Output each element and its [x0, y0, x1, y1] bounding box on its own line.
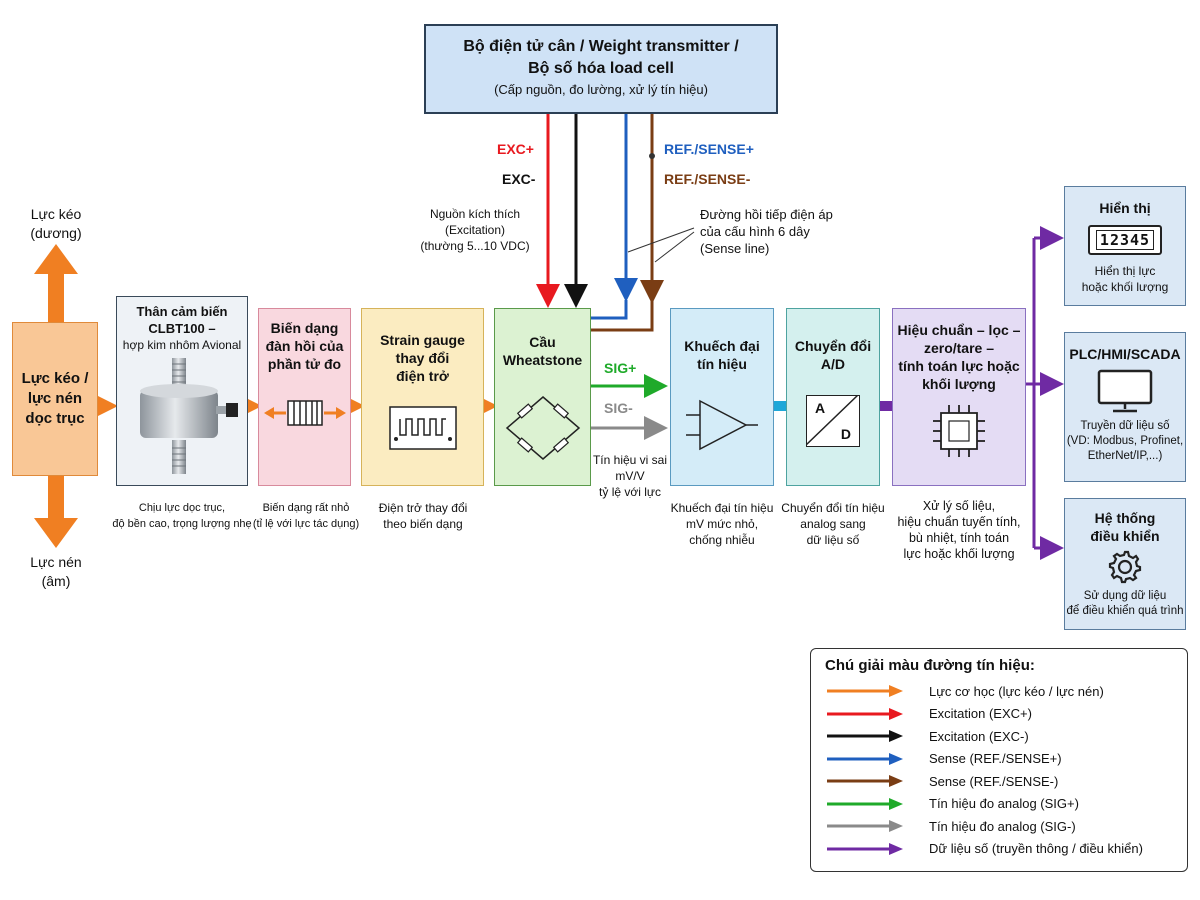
transmitter-title-2: Bộ số hóa load cell — [528, 60, 674, 77]
differential-signal-note: Tín hiệu vi sai mV/V tỷ lệ với lực — [592, 453, 668, 499]
strain-gauge-icon — [388, 406, 457, 450]
display-lcd-icon: 12345 — [1088, 225, 1162, 255]
legend-label: Sense (REF./SENSE+) — [929, 751, 1062, 766]
digital-bus — [1026, 226, 1064, 560]
sense-plus-return — [591, 300, 628, 320]
legend-title: Chú giải màu đường tín hiệu: — [825, 657, 1035, 674]
adc-a-label: A — [815, 400, 826, 416]
legend-swatch — [827, 752, 903, 765]
tension-label: Lực kéo (dương) — [30, 206, 82, 241]
sense-callout-2 — [654, 231, 695, 263]
plc-title: PLC/HMI/SCADA — [1069, 346, 1181, 362]
amplifier-caption: Khuếch đại tín hiệu mV mức nhỏ, chống nh… — [670, 501, 774, 547]
legend-item: Tín hiệu đo analog (SIG-) — [825, 816, 1076, 836]
sense-plus-label: REF./SENSE+ — [664, 141, 754, 157]
tension-arrow — [34, 244, 78, 322]
transmitter-title-1: Bộ điện tử cân / Weight transmitter / — [463, 38, 739, 55]
legend-item: Excitation (EXC+) — [825, 704, 1032, 724]
calibration-caption: Xử lý số liệu, hiệu chuẩn tuyến tính, bù… — [897, 499, 1021, 561]
control-system-block: Hệ thống điều khiển Sử dụng dữ liệu để đ… — [1064, 498, 1186, 630]
compression-label: Lực nén (âm) — [30, 554, 82, 589]
analog-link — [774, 401, 786, 411]
legend-item: Excitation (EXC-) — [825, 726, 1029, 746]
deformation-caption: Biến dạng rất nhỏ (tỉ lệ với lực tác dụn… — [252, 502, 360, 530]
axial-force-box: Lực kéo / lực nén dọc trục — [12, 322, 98, 476]
legend-swatch — [827, 820, 903, 832]
elastic-deformation-block: Biến dạng đàn hồi của phần tử đo — [258, 308, 351, 486]
sense-minus-return — [591, 300, 654, 332]
sense-note: Đường hồi tiếp điện áp của cấu hình 6 dâ… — [700, 207, 833, 256]
compression-arrow — [34, 476, 78, 548]
amplifier-block: Khuếch đại tín hiệu — [670, 308, 774, 486]
legend-swatch — [827, 775, 903, 787]
legend-item: Tín hiệu đo analog (SIG+) — [825, 794, 1079, 814]
signal-color-legend: Chú giải màu đường tín hiệu: Lực cơ học … — [810, 648, 1188, 872]
wheatstone-bridge-block: Cầu Wheatstone — [494, 308, 591, 486]
amplifier-icon — [686, 399, 758, 451]
sensor-body-block: Thân cảm biến CLBT100 – hợp kim nhôm Avi… — [116, 296, 248, 486]
sensor-body-caption: Chịu lực dọc trục, độ bền cao, trọng lượ… — [112, 502, 252, 530]
processor-chip-icon — [933, 405, 985, 457]
legend-label: Tín hiệu đo analog (SIG-) — [929, 818, 1076, 834]
legend-label: Dữ liệu số (truyền thông / điều khiển) — [929, 841, 1143, 856]
weight-transmitter-box: Bộ điện tử cân / Weight transmitter / Bộ… — [424, 24, 778, 114]
display-title: Hiển thị — [1099, 200, 1151, 216]
sig-plus-label: SIG+ — [604, 360, 637, 376]
legend-swatch — [827, 685, 903, 697]
adc-icon: A D — [806, 395, 860, 447]
exc-minus-label: EXC- — [502, 171, 536, 187]
legend-swatch — [827, 797, 903, 810]
deformation-icon — [263, 400, 346, 426]
digital-link — [880, 401, 892, 411]
sense-callout-1 — [627, 227, 695, 253]
legend-item: Lực cơ học (lực kéo / lực nén) — [825, 681, 1104, 701]
sense-junction-dot — [649, 153, 655, 159]
adc-caption: Chuyển đổi tín hiệu analog sang dữ liệu … — [781, 501, 885, 547]
sense-minus-label: REF./SENSE- — [664, 171, 751, 187]
excitation-note: Nguồn kích thích (Excitation) (thường 5.… — [420, 207, 530, 253]
exc-plus-label: EXC+ — [497, 141, 534, 157]
legend-label: Excitation (EXC-) — [929, 728, 1029, 744]
legend-swatch — [827, 707, 903, 720]
legend-label: Tín hiệu đo analog (SIG+) — [929, 796, 1079, 811]
plc-hmi-scada-block: PLC/HMI/SCADA Truyền dữ liệu số (VD: Mod… — [1064, 332, 1186, 482]
display-digits: 12345 — [1095, 230, 1155, 250]
transmitter-subtitle: (Cấp nguồn, đo lường, xử lý tín hiệu) — [494, 82, 708, 97]
adc-d-label: D — [840, 426, 851, 442]
ad-converter-block: Chuyển đổi A/D A D — [786, 308, 880, 486]
monitor-icon — [1097, 369, 1153, 413]
legend-swatch — [827, 842, 903, 855]
legend-label: Lực cơ học (lực kéo / lực nén) — [929, 683, 1104, 699]
strain-gauge-caption: Điện trở thay đổi theo biến dạng — [378, 501, 468, 531]
legend-label: Sense (REF./SENSE-) — [929, 773, 1059, 789]
strain-gauge-block: Strain gauge thay đổi điện trở — [361, 308, 484, 486]
legend-label: Excitation (EXC+) — [929, 706, 1032, 721]
sig-minus-label: SIG- — [604, 400, 633, 416]
gear-icon — [1108, 550, 1142, 584]
legend-item: Sense (REF./SENSE+) — [825, 749, 1062, 769]
load-cell-image — [140, 358, 238, 474]
calibration-block: Hiệu chuẩn – lọc – zero/tare – tính toán… — [892, 308, 1026, 486]
legend-item: Dữ liệu số (truyền thông / điều khiển) — [825, 839, 1143, 859]
legend-swatch — [827, 730, 903, 742]
legend-item: Sense (REF./SENSE-) — [825, 771, 1058, 791]
display-block: Hiển thị 12345 Hiển thị lực hoặc khối lư… — [1064, 186, 1186, 306]
bridge-icon — [505, 396, 580, 460]
